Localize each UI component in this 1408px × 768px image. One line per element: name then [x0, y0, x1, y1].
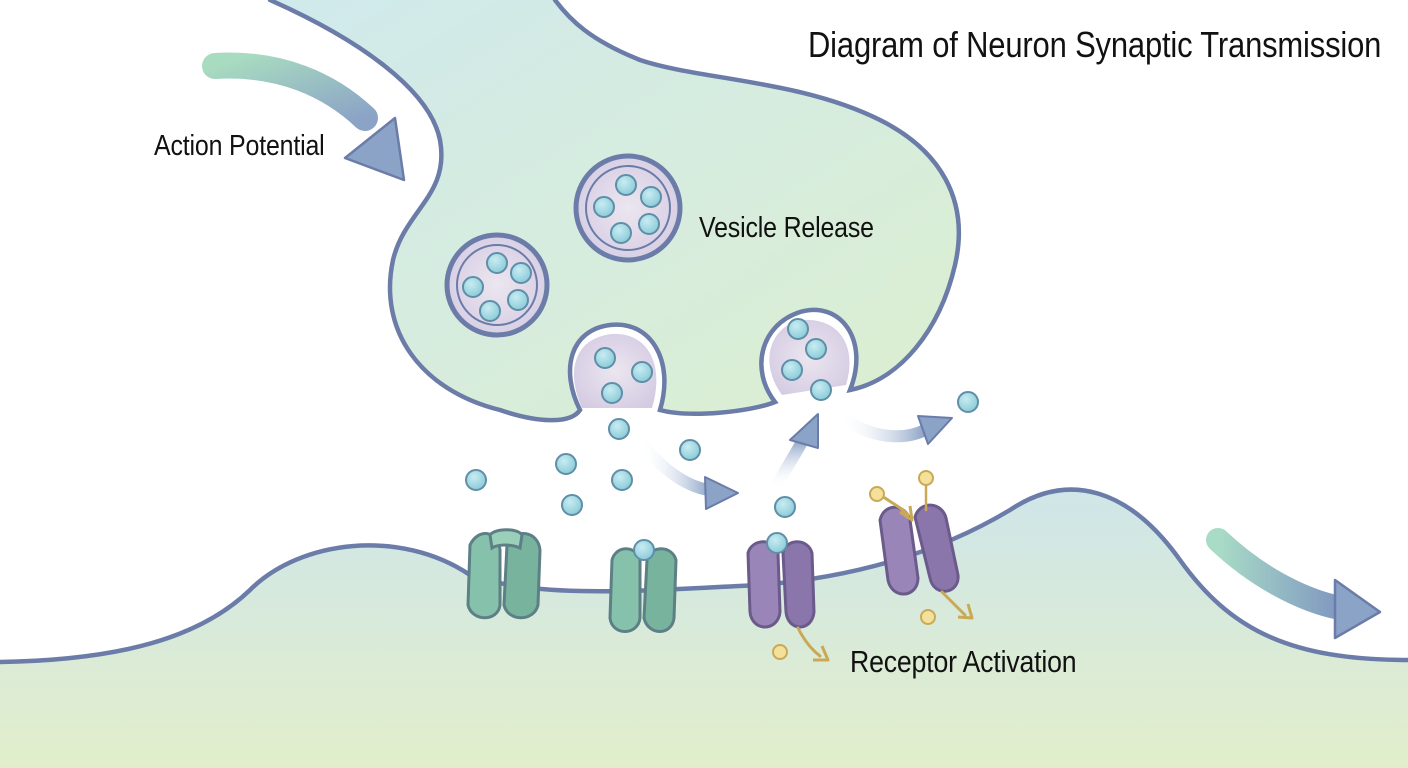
ion-channel	[466, 528, 542, 620]
ion-channel	[608, 539, 678, 633]
receptor	[746, 532, 816, 629]
neurotransmitter-molecules	[465, 391, 979, 518]
fusing-vesicle	[769, 318, 850, 401]
fusing-vesicle	[573, 333, 657, 408]
vesicle-release-label: Vesicle Release	[699, 212, 874, 244]
ion-flow	[772, 470, 974, 662]
signal-propagation-arrow	[1206, 528, 1382, 640]
presynaptic-membrane	[267, 0, 961, 423]
diffusion-arrow	[834, 409, 953, 445]
diffusion-arrow	[634, 434, 739, 510]
receptor	[878, 503, 960, 596]
postsynaptic-neuron	[0, 489, 1408, 768]
receptor-activation-label: Receptor Activation	[850, 644, 1077, 679]
action-potential-label: Action Potential	[154, 130, 325, 162]
synaptic-vesicle	[573, 153, 683, 263]
diffusion-arrow	[769, 413, 819, 494]
diagram-title: Diagram of Neuron Synaptic Transmission	[808, 24, 1382, 65]
synaptic-vesicle	[444, 232, 550, 338]
action-potential-arrow	[202, 52, 406, 182]
